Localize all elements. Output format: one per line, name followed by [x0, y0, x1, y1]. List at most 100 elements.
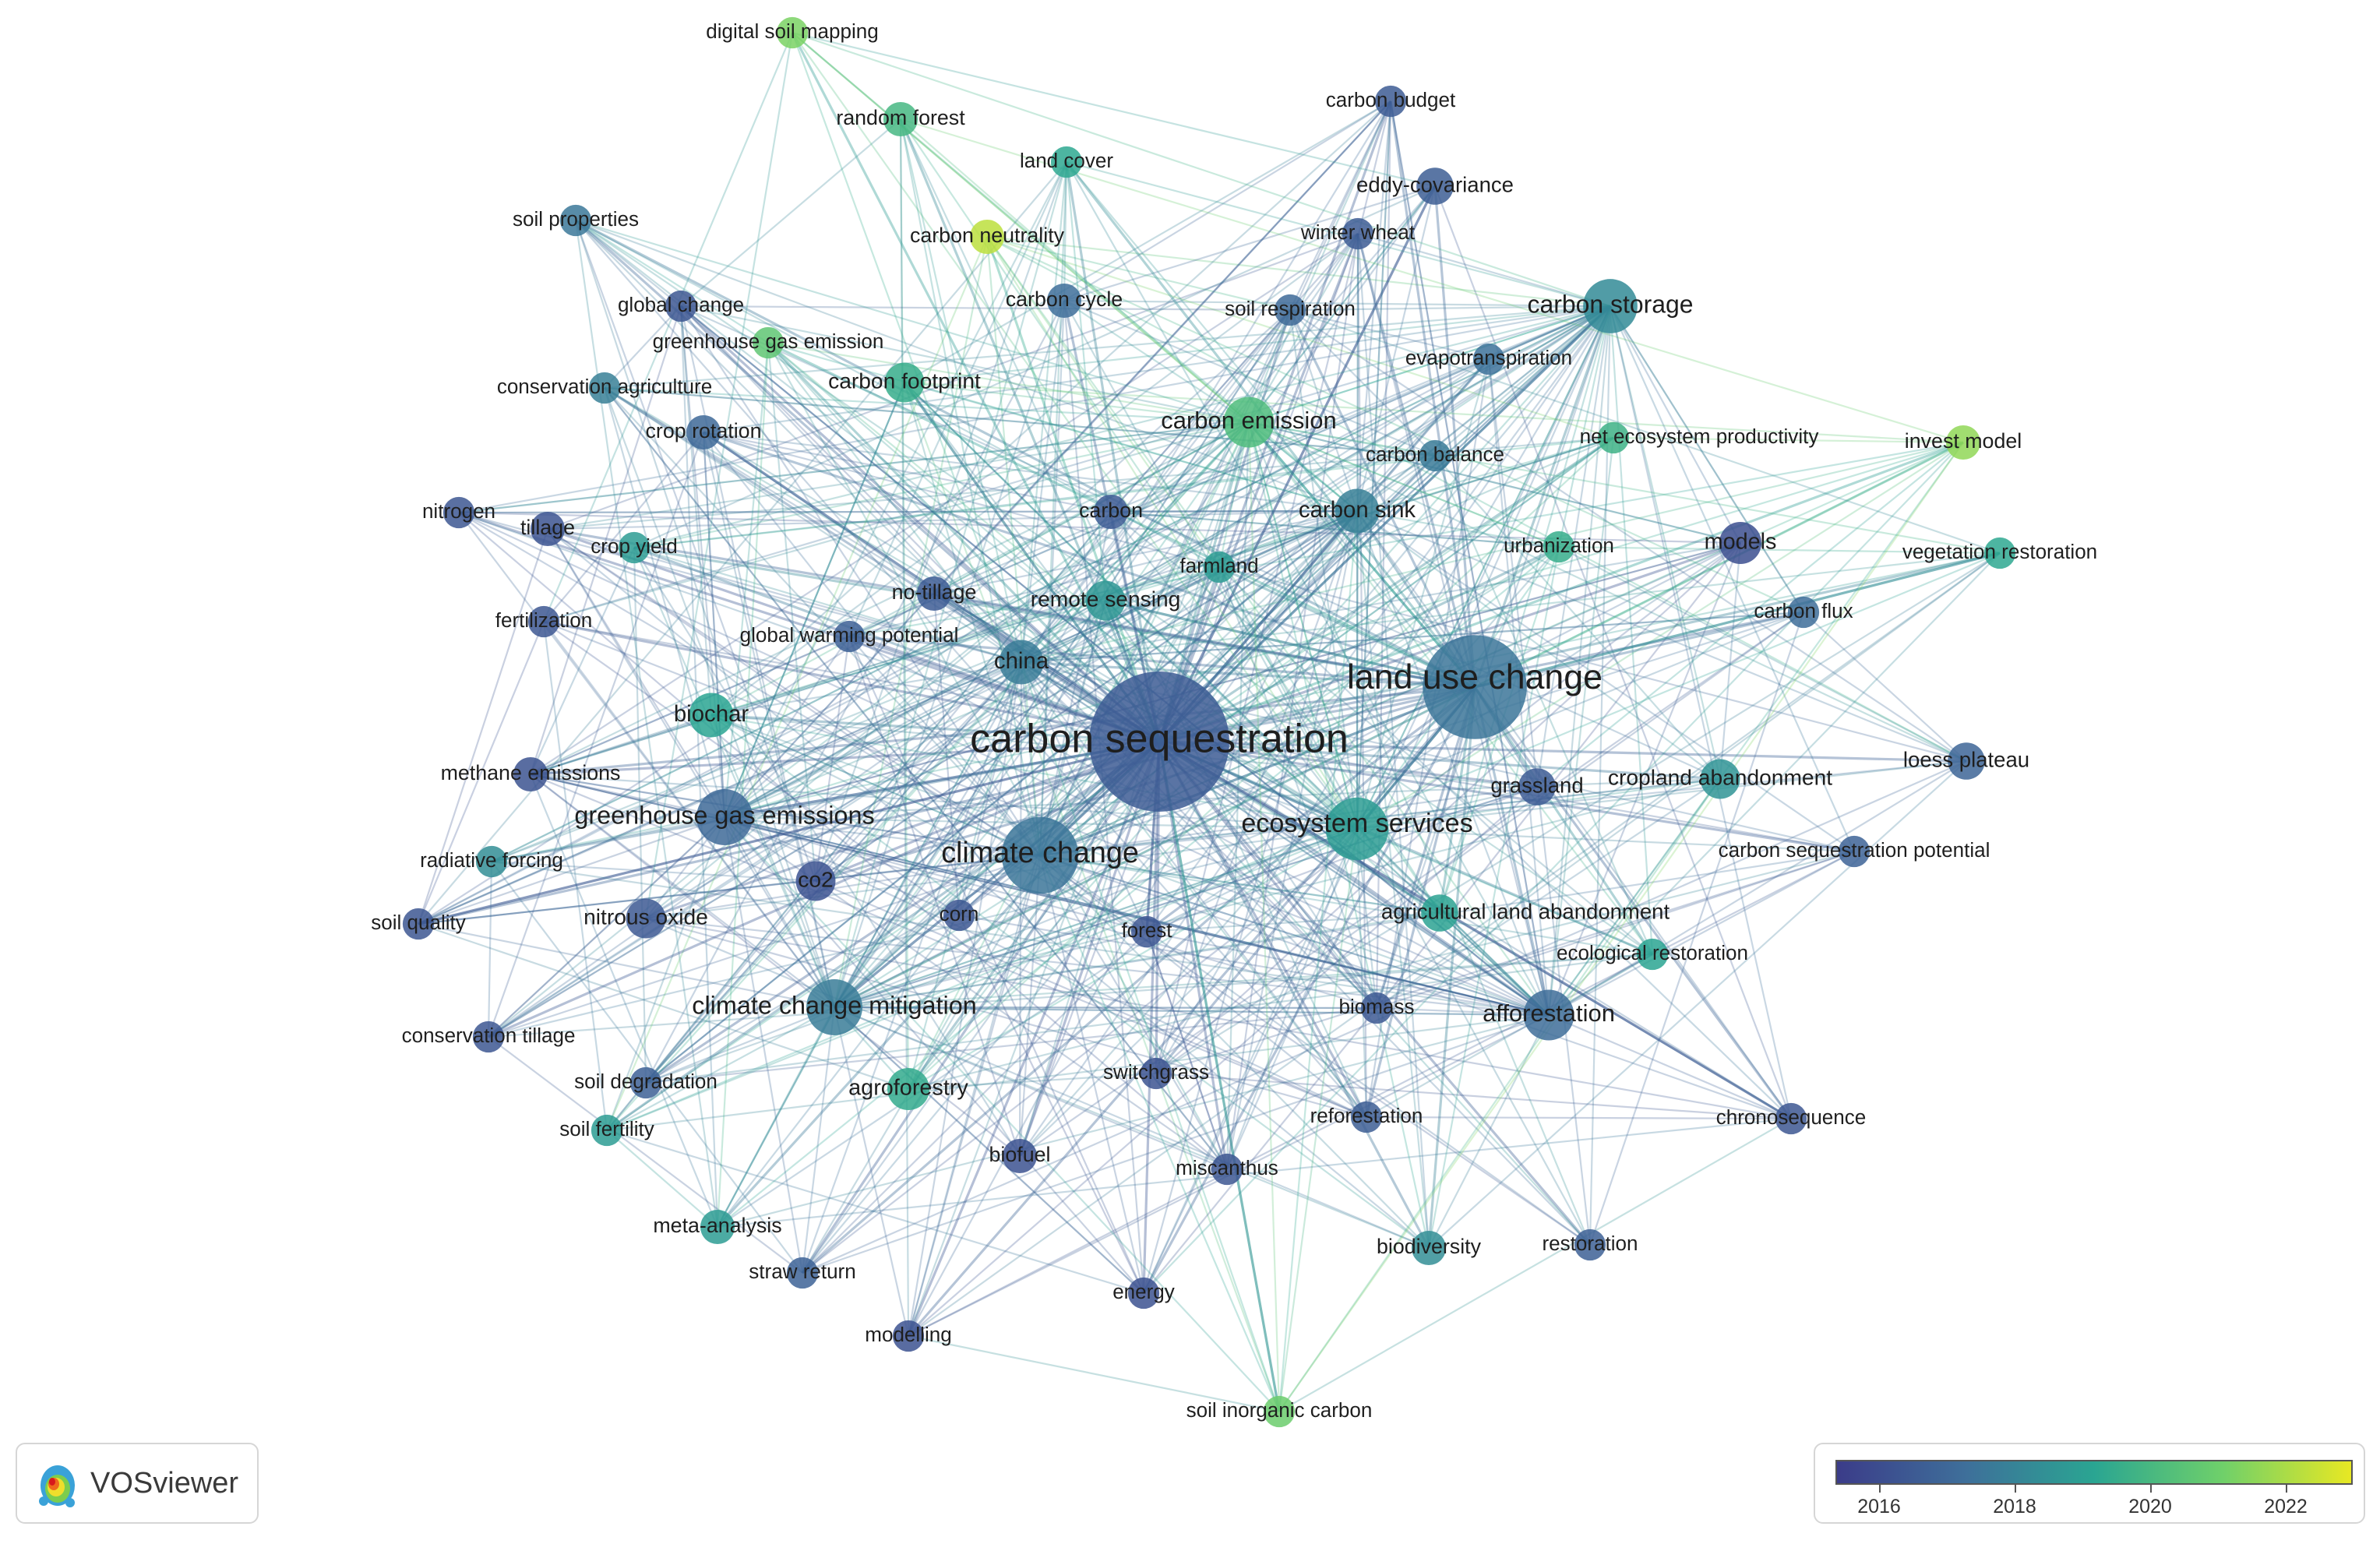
label-net-ecosystem-productivity[interactable]: net ecosystem productivity: [1580, 425, 1819, 448]
node-nitrogen[interactable]: [443, 496, 475, 529]
label-crop-yield[interactable]: crop yield: [591, 534, 677, 558]
label-ecological-restoration[interactable]: ecological restoration: [1557, 941, 1748, 964]
label-carbon-sequestration-potential[interactable]: carbon sequestration potential: [1719, 838, 1990, 862]
label-soil-respiration[interactable]: soil respiration: [1225, 297, 1356, 320]
node-net-ecosystem-productivity[interactable]: [1597, 421, 1630, 454]
label-carbon-storage[interactable]: carbon storage: [1527, 290, 1693, 318]
label-energy[interactable]: energy: [1112, 1280, 1175, 1303]
node-vegetation-restoration[interactable]: [1983, 537, 2016, 569]
node-global-warming-potential[interactable]: [833, 620, 866, 653]
label-loess-plateau[interactable]: loess plateau: [1903, 747, 2029, 771]
node-carbon-emission[interactable]: [1223, 397, 1275, 448]
node-carbon-flux[interactable]: [1787, 596, 1820, 629]
label-conservation-tillage[interactable]: conservation tillage: [402, 1024, 576, 1047]
label-land-use-change[interactable]: land use change: [1347, 658, 1603, 696]
node-conservation-tillage[interactable]: [472, 1020, 505, 1053]
label-carbon-sink[interactable]: carbon sink: [1299, 497, 1416, 523]
label-reforestation[interactable]: reforestation: [1310, 1104, 1423, 1127]
node-loess-plateau[interactable]: [1948, 742, 1985, 780]
node-biofuel[interactable]: [1002, 1138, 1038, 1174]
label-china[interactable]: china: [994, 648, 1049, 674]
label-global-change[interactable]: global change: [618, 293, 744, 316]
node-soil-fertility[interactable]: [591, 1114, 623, 1147]
label-soil-inorganic-carbon[interactable]: soil inorganic carbon: [1186, 1398, 1373, 1422]
node-modelling[interactable]: [892, 1320, 925, 1352]
node-ecological-restoration[interactable]: [1636, 938, 1669, 971]
node-forest[interactable]: [1130, 915, 1163, 948]
node-tillage[interactable]: [530, 511, 566, 547]
label-land-cover[interactable]: land cover: [1020, 149, 1113, 172]
node-soil-degradation[interactable]: [629, 1066, 662, 1099]
node-land-cover[interactable]: [1050, 146, 1083, 178]
node-carbon-budget[interactable]: [1374, 85, 1407, 118]
label-biochar[interactable]: biochar: [674, 701, 749, 727]
node-nitrous-oxide[interactable]: [626, 898, 666, 939]
label-greenhouse-gas-emissions[interactable]: greenhouse gas emissions: [574, 802, 874, 830]
node-straw-return[interactable]: [786, 1257, 819, 1289]
label-global-warming-potential[interactable]: global warming potential: [740, 623, 959, 647]
node-carbon-footprint[interactable]: [884, 362, 925, 403]
label-radiative-forcing[interactable]: radiative forcing: [420, 848, 563, 872]
label-chronosequence[interactable]: chronosequence: [1716, 1105, 1867, 1129]
node-crop-rotation[interactable]: [686, 414, 721, 450]
label-agroforestry[interactable]: agroforestry: [848, 1076, 968, 1101]
label-nitrogen[interactable]: nitrogen: [422, 499, 495, 523]
label-agricultural-land-abandonment[interactable]: agricultural land abandonment: [1381, 899, 1670, 923]
label-soil-degradation[interactable]: soil degradation: [574, 1070, 718, 1093]
node-soil-properties[interactable]: [559, 204, 592, 237]
node-carbon-balance[interactable]: [1419, 439, 1451, 472]
label-crop-rotation[interactable]: crop rotation: [646, 419, 762, 442]
label-models[interactable]: models: [1705, 530, 1777, 555]
label-digital-soil-mapping[interactable]: digital soil mapping: [706, 19, 878, 43]
node-corn[interactable]: [943, 899, 975, 932]
label-climate-change[interactable]: climate change: [941, 836, 1139, 869]
node-soil-quality[interactable]: [402, 908, 435, 940]
node-restoration[interactable]: [1574, 1228, 1606, 1261]
label-modelling[interactable]: modelling: [865, 1323, 951, 1346]
node-models[interactable]: [1719, 522, 1761, 564]
node-biochar[interactable]: [689, 693, 734, 738]
node-china[interactable]: [999, 640, 1044, 685]
node-climate-change-mitigation[interactable]: [806, 979, 862, 1035]
label-climate-change-mitigation[interactable]: climate change mitigation: [692, 992, 977, 1020]
node-cropland-abandonment[interactable]: [1700, 759, 1740, 799]
node-biodiversity[interactable]: [1411, 1230, 1447, 1266]
label-soil-properties[interactable]: soil properties: [513, 207, 639, 231]
label-afforestation[interactable]: afforestation: [1483, 999, 1615, 1027]
node-agroforestry[interactable]: [887, 1068, 929, 1110]
label-biofuel[interactable]: biofuel: [989, 1143, 1051, 1166]
label-forest[interactable]: forest: [1121, 918, 1172, 942]
label-co2[interactable]: co2: [798, 866, 833, 891]
node-afforestation[interactable]: [1523, 989, 1574, 1041]
label-biodiversity[interactable]: biodiversity: [1377, 1235, 1482, 1258]
label-carbon-flux[interactable]: carbon flux: [1754, 599, 1853, 622]
node-carbon-sequestration-potential[interactable]: [1838, 835, 1871, 868]
label-vegetation-restoration[interactable]: vegetation restoration: [1902, 540, 2097, 563]
node-eddy-covariance[interactable]: [1416, 167, 1454, 205]
label-carbon-emission[interactable]: carbon emission: [1161, 407, 1337, 434]
node-conservation-agriculture[interactable]: [588, 372, 621, 404]
node-radiative-forcing[interactable]: [475, 845, 508, 878]
label-carbon-sequestration[interactable]: carbon sequestration: [970, 717, 1349, 762]
label-restoration[interactable]: restoration: [1543, 1232, 1638, 1255]
node-land-use-change[interactable]: [1423, 635, 1527, 739]
node-chronosequence[interactable]: [1775, 1102, 1807, 1135]
node-random-forest[interactable]: [883, 101, 919, 137]
label-carbon-footprint[interactable]: carbon footprint: [828, 368, 981, 393]
label-methane-emissions[interactable]: methane emissions: [441, 761, 621, 784]
label-carbon-neutrality[interactable]: carbon neutrality: [910, 224, 1065, 247]
node-energy[interactable]: [1127, 1277, 1160, 1310]
node-grassland[interactable]: [1518, 768, 1556, 805]
node-urbanization[interactable]: [1543, 531, 1575, 563]
node-remote-sensing[interactable]: [1085, 580, 1126, 621]
node-carbon[interactable]: [1093, 494, 1129, 530]
node-switchgrass[interactable]: [1140, 1057, 1172, 1090]
label-no-tillage[interactable]: no-tillage: [892, 580, 977, 604]
label-corn[interactable]: corn: [940, 902, 979, 925]
label-conservation-agriculture[interactable]: conservation agriculture: [497, 375, 712, 398]
label-nitrous-oxide[interactable]: nitrous oxide: [584, 904, 708, 929]
node-climate-change[interactable]: [1001, 816, 1079, 894]
node-fertilization[interactable]: [527, 605, 560, 638]
node-meta-analysis[interactable]: [700, 1209, 735, 1245]
label-evapotranspiration[interactable]: evapotranspiration: [1405, 346, 1572, 369]
